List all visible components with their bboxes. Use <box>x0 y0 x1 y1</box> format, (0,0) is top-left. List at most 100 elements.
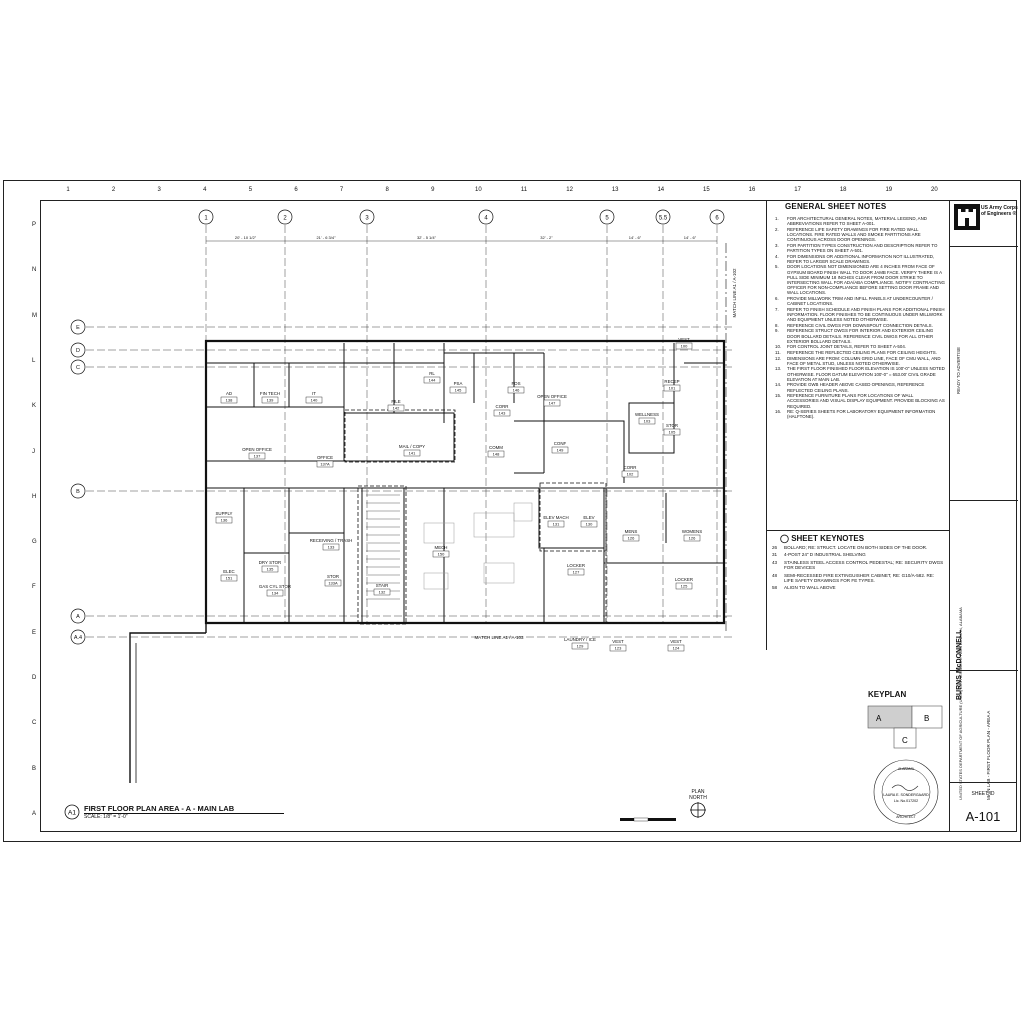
sheet-id-block: SHEET ID A-101 <box>949 782 1017 833</box>
note-number: 14. <box>775 382 782 388</box>
room-name: ELEV MACH <box>543 515 568 520</box>
general-note-item: 13.THE FIRST FLOOR FINISHED FLOOR ELEVAT… <box>775 366 945 382</box>
keynote-number: 26 <box>772 545 778 550</box>
general-note-item: 7.REFER TO FINISH SCHEDULE AND FINISH PL… <box>775 307 945 323</box>
grid-col-label: 20 <box>931 187 938 193</box>
room-number-box <box>220 574 238 582</box>
grid-col-label: 4 <box>203 187 207 193</box>
note-text: REFERENCE LIFE SAFETY DRAWINGS FOR FIRE … <box>787 226 921 243</box>
grid-row-label: K <box>32 403 37 410</box>
room-number-box <box>261 396 279 404</box>
grid-col-label: 10 <box>475 187 482 193</box>
dimension-text: 20' - 10 1/2" <box>235 235 257 240</box>
room-number-box <box>551 446 569 454</box>
general-note-item: 8.REFERENCE CIVIL DWGS FOR DOWNSPOUT CON… <box>775 323 945 328</box>
keynote-number: 31 <box>772 552 778 558</box>
room-name: WELLNESS <box>635 412 659 417</box>
grid-bubble-label: 5 <box>605 216 609 222</box>
room-name: ELEV <box>583 515 594 520</box>
general-note-item: 9.REFERENCE STRUCT DWGS FOR INTERIOR AND… <box>775 328 945 344</box>
agency-name-line1: US Army Corps <box>981 205 1018 211</box>
room-number-box <box>373 588 391 596</box>
keyplan-label-b: B <box>924 714 929 723</box>
room-name: MAIL / COPY <box>399 444 425 449</box>
general-note-item: 15.REFERENCE FURNITURE PLANS FOR LOCATIO… <box>775 393 945 409</box>
interior-wall <box>514 420 625 483</box>
grid-bubble <box>198 209 214 225</box>
note-text: REFERENCE CIVIL DWGS FOR DOWNSPOUT CONNE… <box>787 322 933 328</box>
room-name: CORR <box>624 465 637 470</box>
grid-bubble-label: E <box>76 325 80 331</box>
room-number: 142 <box>393 406 400 411</box>
grid-bubble <box>70 359 86 375</box>
north-arrow-icon <box>690 802 706 818</box>
revision-issue: READY TO ADVERTISE <box>956 347 961 394</box>
seal-name: LAURA E. SONDERGAARD <box>883 793 929 797</box>
general-note-item: 3.FOR PARTITION TYPES CONSTRUCTION AND D… <box>775 243 945 253</box>
room-number: 151 <box>226 576 233 581</box>
general-note-item: 4. FOR DIMENSIONS OR ADDITIONAL INFORMATI… <box>775 254 945 264</box>
note-number: 13. <box>775 366 782 372</box>
room-number-box <box>675 582 693 590</box>
note-text: RE: Q-SERIES SHEETS FOR LABORATORY EQUIP… <box>787 409 936 420</box>
general-note-item: 2.REFERENCE LIFE SAFETY DRAWINGS FOR FIR… <box>775 227 945 243</box>
keynote-text: 4-POST 24" D INDUSTRIAL SHELVING <box>784 552 866 558</box>
castle-logo-icon <box>954 204 980 230</box>
grid-bubble <box>478 209 494 225</box>
room-number-box <box>387 404 405 412</box>
room-name: MECH <box>435 545 448 550</box>
room-number-box <box>571 642 589 650</box>
room-number: 149 <box>557 448 564 453</box>
note-number: 4. <box>775 253 779 259</box>
keyplan-area-c <box>893 727 917 749</box>
grid-bubble-label: 6 <box>715 216 719 222</box>
interior-wall <box>343 412 455 462</box>
note-text: FOR DIMENSIONS OR ADDITIONAL INFORMATION… <box>787 253 935 264</box>
room-name: GAS CYL STOR <box>259 584 291 589</box>
drawing-frame <box>40 200 1017 832</box>
match-line-label: MATCH LINE A1 / A-102 <box>732 268 737 317</box>
grid-row-label: B <box>32 765 37 772</box>
room-number: 145 <box>455 388 462 393</box>
grid-bubble <box>70 483 86 499</box>
room-name: FIN TECH <box>260 391 280 396</box>
grid-col-label: 16 <box>748 187 756 193</box>
room-number-box <box>621 470 639 478</box>
plan-scale-text: SCALE: 1/8" = 1'-0" <box>84 814 128 820</box>
grid-row-label: N <box>32 267 37 274</box>
room-number: 126 <box>628 536 635 541</box>
room-number-box <box>432 550 450 558</box>
note-text: REFERENCE FURNITURE PLANS FOR LOCATIONS … <box>787 393 945 409</box>
room-number: 136 <box>221 518 228 523</box>
equipment-outline <box>423 522 455 544</box>
grid-bubble-label: A.4 <box>74 635 82 641</box>
grid-bubble-label: D <box>76 348 80 354</box>
room-name: PSA <box>454 381 463 386</box>
equipment-outline <box>513 502 533 522</box>
north-arrow: PLAN NORTH <box>689 789 707 822</box>
room-number-box <box>215 516 233 524</box>
keynote-number: 58 <box>772 585 778 591</box>
keynote-number: 48 <box>772 572 778 578</box>
grid-row-label: E <box>32 629 37 636</box>
grid-col-label: 15 <box>703 187 710 193</box>
keynote-bullet-icon: ◯ <box>780 534 792 543</box>
room-name: CONF <box>554 441 567 446</box>
room-number: 123 <box>615 646 622 651</box>
room-number: 127 <box>573 570 580 575</box>
grid-bubble-label: 3 <box>365 216 369 222</box>
grid-col-label: 11 <box>520 187 528 193</box>
grid-row-label: H <box>32 493 37 500</box>
room-number-box <box>423 376 441 384</box>
note-number: 11. <box>775 349 781 355</box>
sheet-id-label: SHEET ID <box>971 791 995 797</box>
general-note-item: 1.FOR ARCHITECTURAL GENERAL NOTES, MATER… <box>775 216 945 226</box>
room-name: MENS <box>625 529 638 534</box>
keyplan-diagram: A B C <box>867 705 943 749</box>
note-text: REFERENCE THE REFLECTED CEILING PLANS FO… <box>787 349 937 355</box>
seal-role: ARCHITECT <box>896 815 915 819</box>
grid-col-label: 13 <box>611 187 619 193</box>
room-name: DRY STOR <box>259 560 281 565</box>
